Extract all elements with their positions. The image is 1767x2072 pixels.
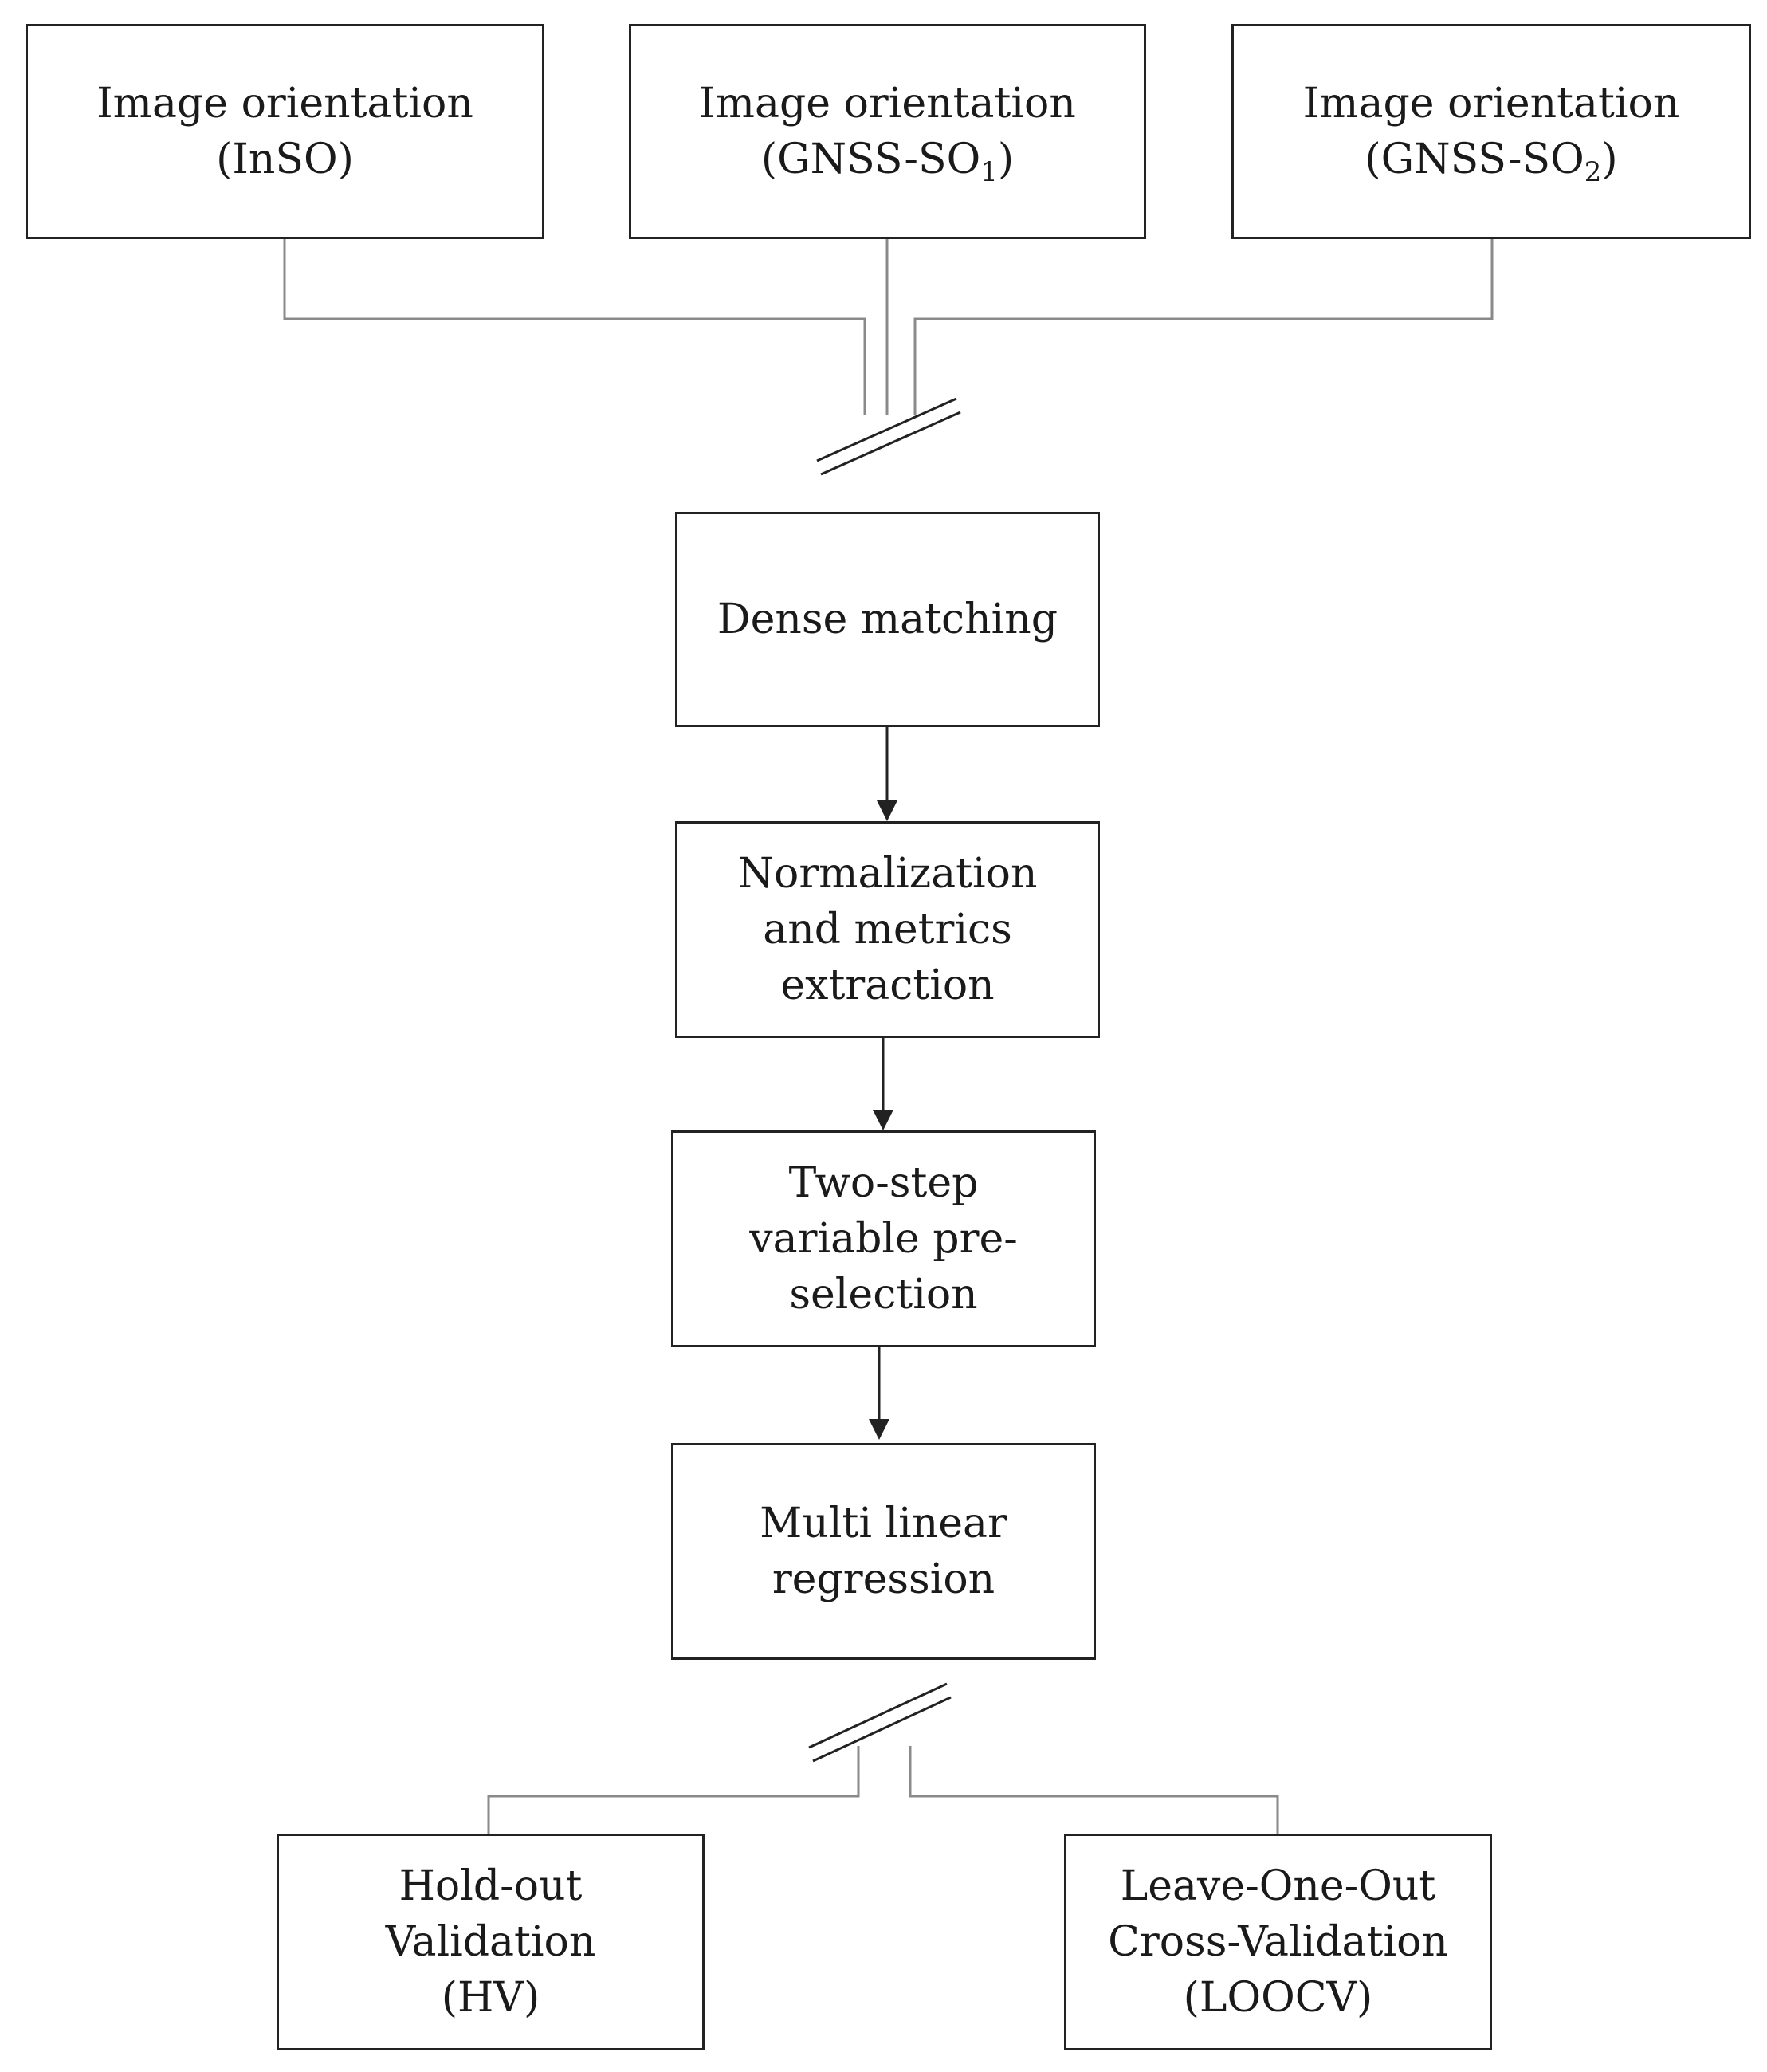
connector-inso [283,239,866,415]
step-dense-matching: Dense matching [675,512,1100,727]
step-normalization: Normalization and metrics extraction [675,821,1100,1038]
input-gnss-so1-subscript: 1 [980,156,998,188]
break-symbol-top [816,397,961,476]
arrow-dense-to-normalization-head [877,800,897,821]
input-box-gnss-so2: Image orientation (GNSS-SO2) [1231,24,1751,239]
connector-loocv [909,1746,1279,1834]
connector-holdout [487,1746,860,1834]
step-preselection: Two-step variable pre- selection [671,1130,1096,1347]
output-holdout-validation: Hold-out Validation (HV) [277,1834,705,2050]
input-box-gnss-so1: Image orientation (GNSS-SO1) [629,24,1146,239]
input-inso-line1: Image orientation [96,80,473,128]
input-gnss-so1-line1: Image orientation [699,80,1076,128]
input-gnss-so1-line2: (GNSS-SO1) [760,136,1015,188]
input-gnss-so2-line2: (GNSS-SO2) [1365,136,1618,188]
input-gnss-so2-subscript: 2 [1584,156,1602,188]
output-loocv: Leave-One-Out Cross-Validation (LOOCV) [1064,1834,1492,2050]
input-box-inso: Image orientation (InSO) [26,24,544,239]
break-symbol-bottom [808,1682,952,1763]
arrow-normalization-to-preselection-head [873,1110,893,1130]
input-inso-line2: (InSO) [216,136,354,183]
step-regression: Multi linear regression [671,1443,1096,1660]
arrow-preselection-to-regression-head [869,1419,889,1440]
connector-gnss-so2 [913,239,1494,415]
input-gnss-so2-line1: Image orientation [1302,80,1680,128]
